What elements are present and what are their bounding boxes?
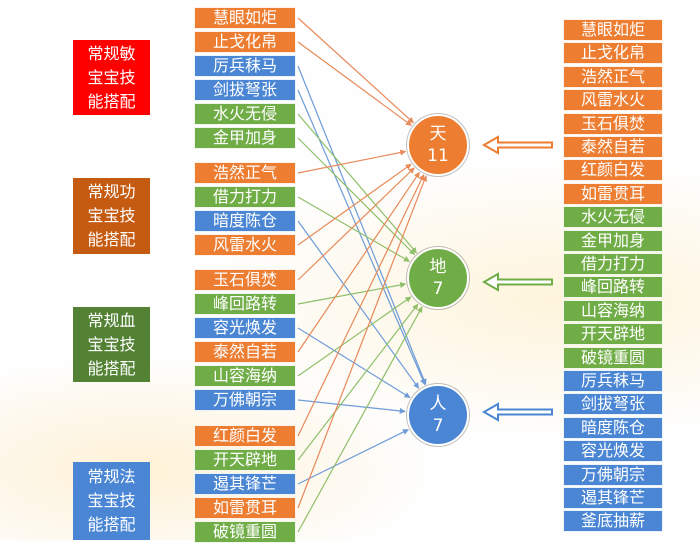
skill-link-arrow — [297, 137, 416, 256]
skill-link-arrow — [297, 149, 407, 174]
right-skill-box: 釜底抽薪 — [563, 510, 663, 532]
category-box: 常规敏宝宝技能搭配 — [73, 40, 150, 115]
category-label-line: 宝宝技 — [87, 67, 136, 87]
category-label-line: 能搭配 — [87, 91, 136, 111]
right-skill-box: 剑拔弩张 — [563, 393, 663, 415]
skill-link-arrow — [297, 296, 412, 377]
right-skill-box: 如雷贯耳 — [563, 183, 663, 205]
left-skill-box: 红颜白发 — [194, 425, 296, 447]
category-label-line: 常规血 — [87, 310, 136, 330]
skill-link-arrow — [297, 196, 410, 262]
skill-link-arrow — [297, 306, 423, 533]
right-skill-box: 借力打力 — [563, 253, 663, 275]
category-label-line: 能搭配 — [87, 230, 136, 249]
right-skill-box: 山容海纳 — [563, 300, 663, 322]
center-node-name: 人 — [429, 394, 447, 414]
right-skill-box: 红颜白发 — [563, 159, 663, 181]
left-skill-box: 水火无侵 — [194, 103, 296, 125]
left-skill-box: 泰然自若 — [194, 341, 296, 363]
left-skill-box: 峰回路转 — [194, 293, 296, 315]
skill-link-arrow — [297, 174, 425, 437]
right-skill-box: 泰然自若 — [563, 136, 663, 158]
right-skill-box: 容光焕发 — [563, 440, 663, 462]
left-skill-box: 金甲加身 — [194, 127, 296, 149]
right-skill-box: 万佛朝宗 — [563, 464, 663, 486]
category-label-line: 常规敏 — [87, 43, 136, 63]
category-label-line: 宝宝技 — [87, 206, 136, 225]
skill-link-arrow — [297, 429, 409, 485]
skill-link-arrow — [297, 220, 420, 389]
block-arrow — [481, 272, 553, 292]
right-skill-box: 厉兵秣马 — [563, 370, 663, 392]
left-skill-box: 止戈化帛 — [194, 31, 296, 53]
left-skill-box: 如雷贯耳 — [194, 497, 296, 519]
skill-link-arrow — [297, 41, 412, 126]
left-skill-box: 风雷水火 — [194, 234, 296, 256]
left-skill-box: 容光焕发 — [194, 317, 296, 339]
left-skill-box: 开天辟地 — [194, 449, 296, 471]
center-node-count: 7 — [432, 279, 444, 299]
right-skill-box: 破镜重圆 — [563, 347, 663, 369]
category-label-line: 能搭配 — [87, 515, 136, 534]
right-skill-box: 止戈化帛 — [563, 42, 663, 64]
category-label-line: 常规法 — [87, 467, 136, 486]
left-skill-box: 剑拔弩张 — [194, 79, 296, 101]
right-skill-box: 慧眼如炬 — [563, 19, 663, 41]
left-skill-box: 暗度陈仓 — [194, 210, 296, 232]
left-skill-box: 玉石俱焚 — [194, 269, 296, 291]
category-label-line: 宝宝技 — [87, 491, 136, 510]
skill-link-arrow — [297, 17, 415, 124]
skill-link-arrow — [297, 171, 421, 353]
right-skill-box: 水火无侵 — [563, 206, 663, 228]
center-node-count: 11 — [427, 146, 449, 166]
right-skill-box: 玉石俱焚 — [563, 113, 663, 135]
right-skill-box: 遏其锋芒 — [563, 487, 663, 509]
left-skill-box: 借力打力 — [194, 186, 296, 208]
skill-link-arrow — [297, 163, 412, 246]
left-skill-box: 万佛朝宗 — [194, 389, 296, 411]
category-label-line: 能搭配 — [87, 358, 136, 378]
category-box: 常规法宝宝技能搭配 — [73, 462, 150, 540]
right-skill-box: 暗度陈仓 — [563, 417, 663, 439]
skill-link-arrow — [297, 282, 407, 305]
category-label-line: 常规功 — [87, 182, 136, 201]
left-skill-box: 厉兵秣马 — [194, 55, 296, 77]
left-skill-box: 浩然正气 — [194, 162, 296, 184]
skill-link-arrow — [297, 167, 415, 281]
skill-link-arrow — [297, 399, 406, 414]
category-label-line: 宝宝技 — [87, 334, 136, 354]
right-skill-box: 金甲加身 — [563, 230, 663, 252]
center-node-name: 天 — [429, 124, 447, 144]
right-skill-box: 峰回路转 — [563, 276, 663, 298]
block-arrow — [481, 402, 553, 422]
skill-link-arrow — [297, 65, 427, 385]
block-arrow — [481, 135, 553, 155]
left-skill-box: 慧眼如炬 — [194, 7, 296, 29]
left-skill-box: 山容海纳 — [194, 365, 296, 387]
center-node-name: 地 — [429, 257, 447, 277]
skill-link-arrow — [297, 303, 419, 461]
category-box: 常规血宝宝技能搭配 — [73, 307, 150, 382]
left-skill-box: 遏其锋芒 — [194, 473, 296, 495]
skill-link-arrow — [297, 175, 427, 509]
category-box: 常规功宝宝技能搭配 — [73, 178, 150, 254]
right-skill-box: 浩然正气 — [563, 66, 663, 88]
right-skill-box: 开天辟地 — [563, 323, 663, 345]
right-skill-box: 风雷水火 — [563, 89, 663, 111]
center-node-count: 7 — [432, 416, 444, 436]
